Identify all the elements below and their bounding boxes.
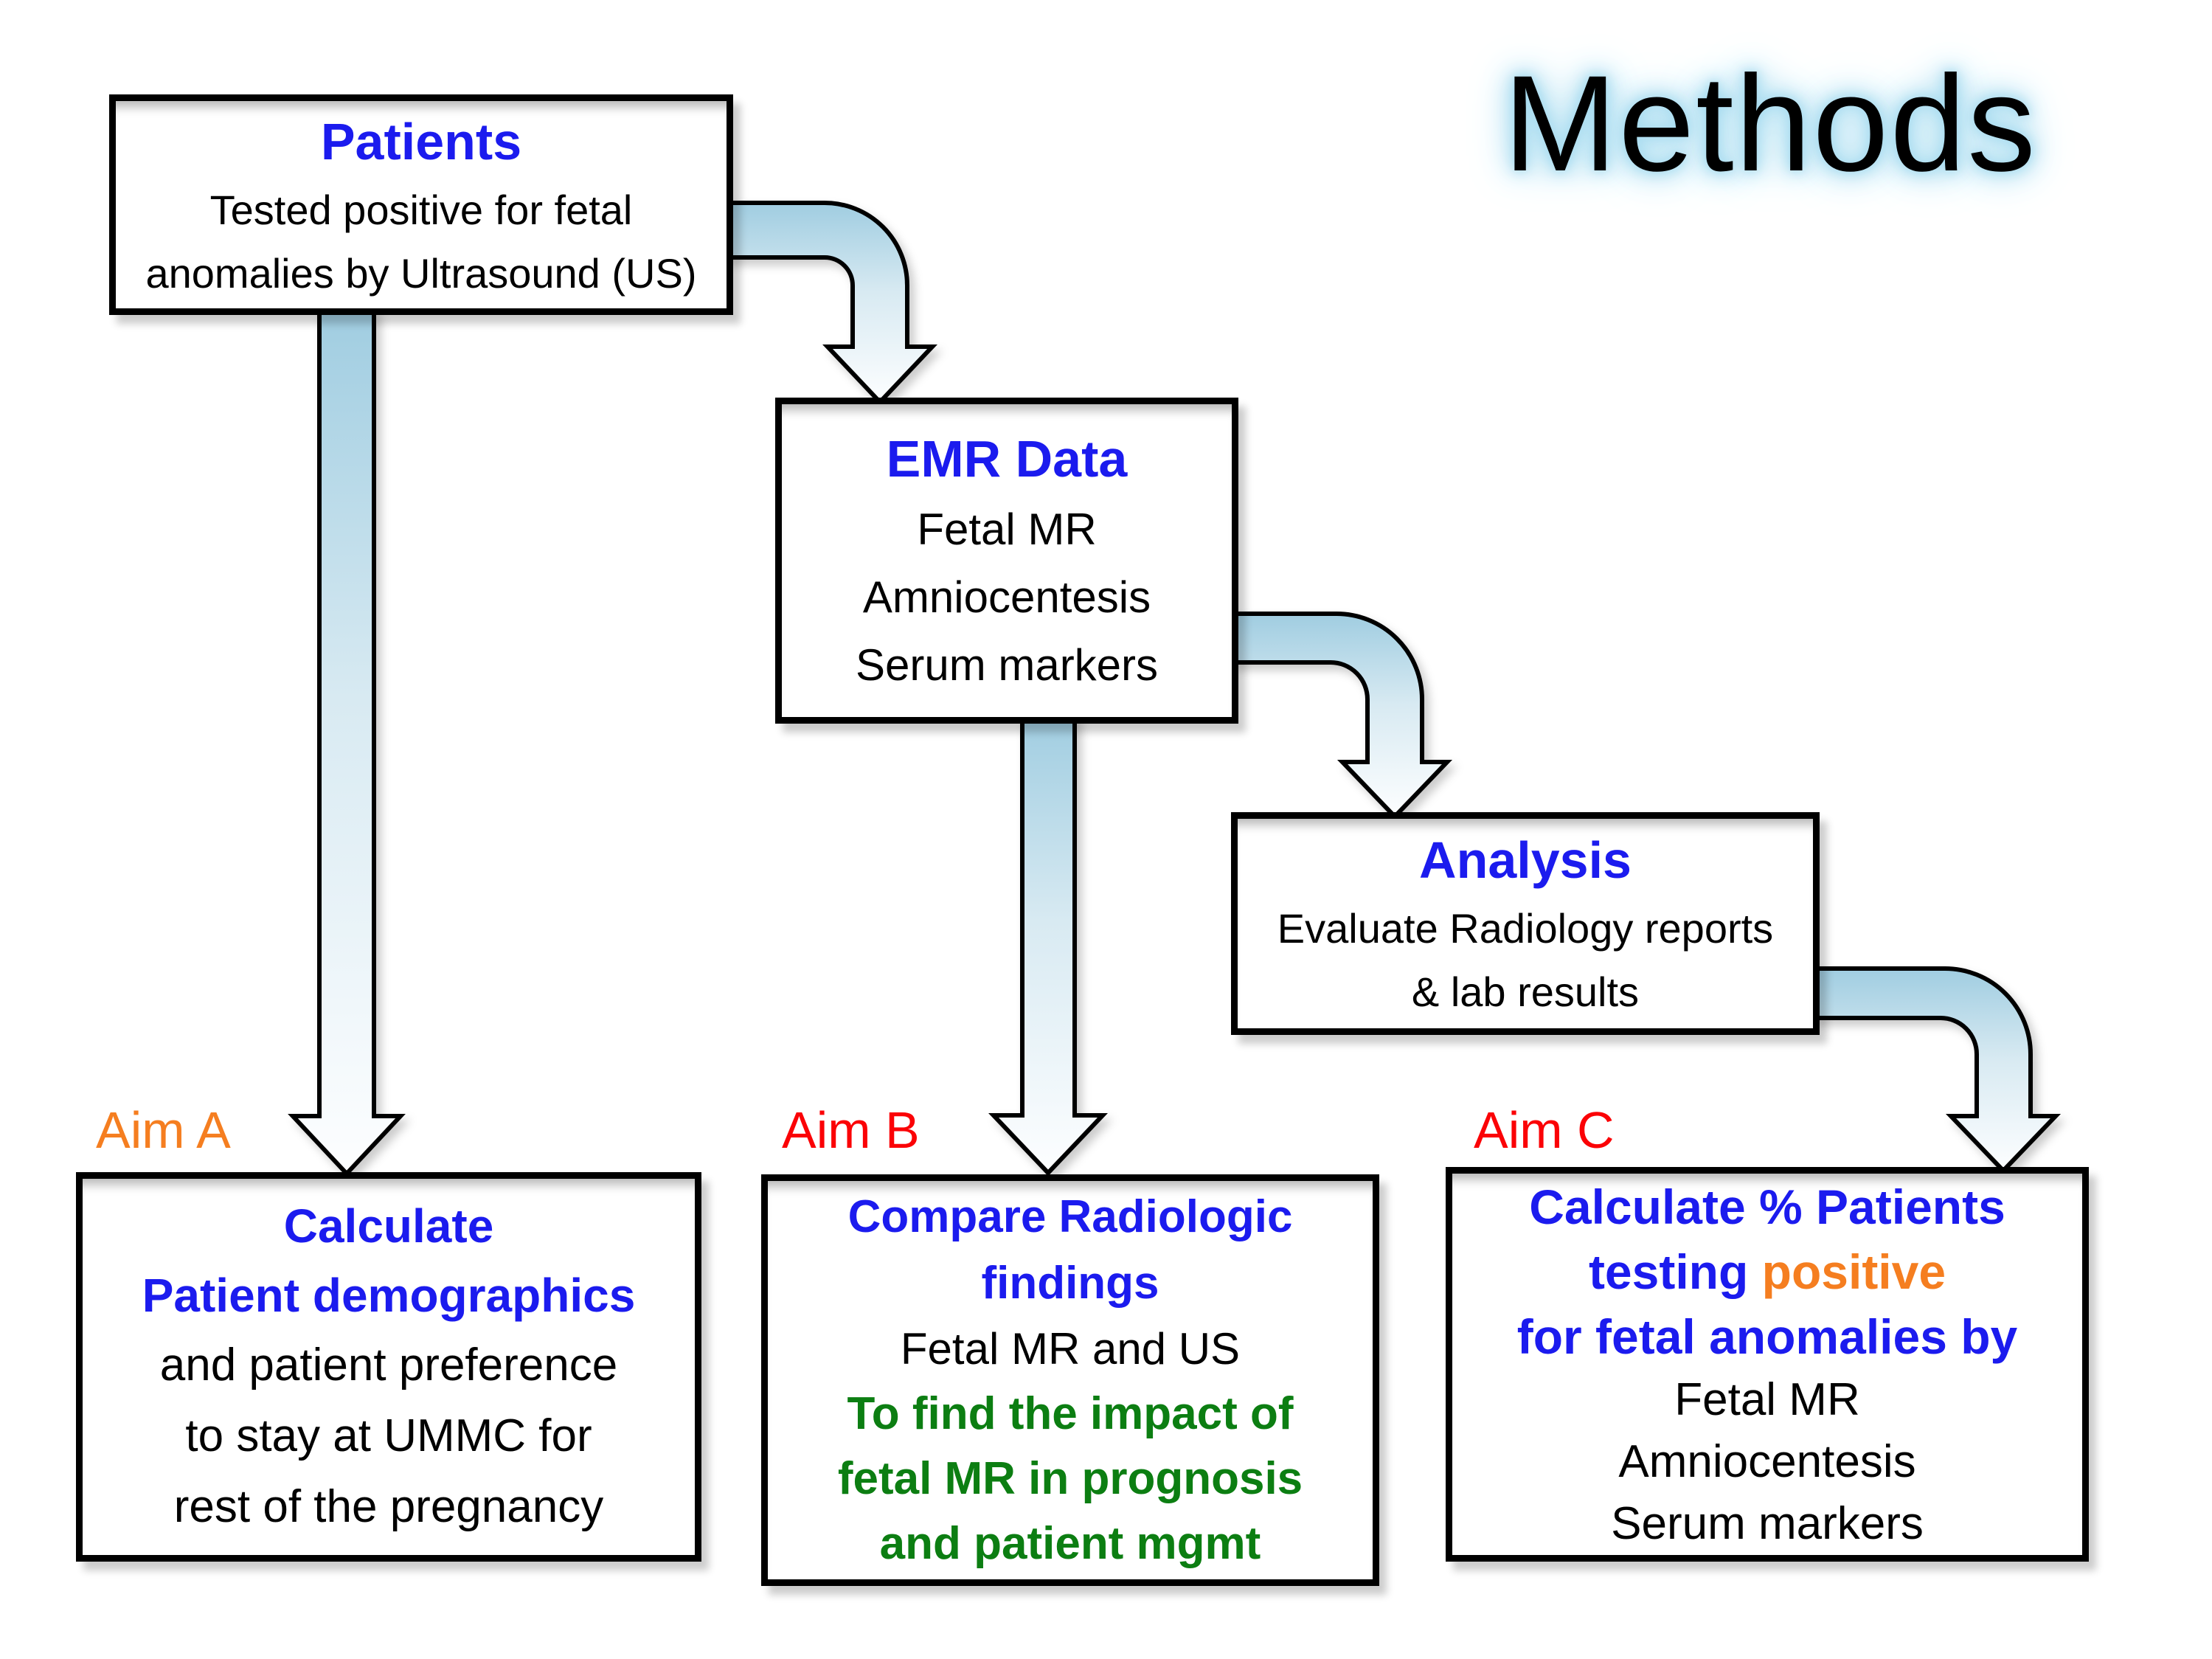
analysis-box-line-2: & lab results [1411,969,1640,1015]
aim-c-line-2: Amniocentesis [1618,1435,1916,1487]
analysis-box-line-1: Evaluate Radiology reports [1277,905,1774,952]
aim-c-line-3: Serum markers [1611,1497,1924,1549]
aim-a-title-line-1: Calculate [283,1199,494,1253]
aim-a-title-line-2: Patient demographics [142,1269,636,1322]
arrow-emr-to-analysis-icon [1230,612,1453,820]
patients-box: Patients Tested positive for fetal anoma… [109,94,733,315]
emr-data-box-line-1: Fetal MR [917,505,1097,554]
aim-c-title-line-2: testing positive [1589,1239,1946,1304]
patients-box-line-1: Tested positive for fetal [209,186,633,233]
page-title: Methods [1503,48,2037,200]
patients-box-title: Patients [320,112,522,170]
aim-c-title-line-1: Calculate % Patients [1529,1179,2005,1234]
aim-a-box: Calculate Patient demographics and patie… [76,1172,701,1562]
analysis-box: Analysis Evaluate Radiology reports & la… [1231,812,1820,1035]
aim-c-title-line-2-blue: testing [1588,1244,1762,1299]
aim-c-box: Calculate % Patients testing positive fo… [1446,1167,2089,1562]
aim-a-line-1: and patient preference [159,1340,618,1390]
aim-b-line-1: Fetal MR and US [900,1324,1241,1374]
arrow-patients-to-aim-a-icon [288,308,406,1177]
aim-b-title-line-2: findings [981,1258,1159,1309]
aim-a-label: Aim A [96,1101,231,1159]
aim-c-line-1: Fetal MR [1674,1374,1860,1425]
emr-data-box-title: EMR Data [886,430,1128,488]
aim-a-line-3: rest of the pregnancy [173,1481,604,1532]
aim-b-highlight-line-2: fetal MR in prognosis [837,1453,1303,1504]
aim-b-title-line-1: Compare Radiologic [847,1191,1293,1242]
analysis-box-title: Analysis [1419,831,1632,889]
aim-b-highlight-line-1: To find the impact of [847,1388,1294,1439]
aim-b-label: Aim B [782,1101,920,1159]
aim-c-label: Aim C [1474,1101,1615,1159]
emr-data-box-line-3: Serum markers [855,640,1159,690]
aim-c-title-line-3: for fetal anomalies by [1516,1309,2018,1364]
emr-data-box: EMR Data Fetal MR Amniocentesis Serum ma… [775,398,1238,724]
arrow-analysis-to-aim-c-icon [1811,966,2062,1174]
arrow-patients-to-emr-icon [724,201,937,406]
aim-c-title-line-2-orange: positive [1761,1244,1946,1299]
patients-box-line-2: anomalies by Ultrasound (US) [145,249,697,297]
aim-b-highlight-line-3: and patient mgmt [879,1518,1261,1569]
aim-a-line-2: to stay at UMMC for [185,1410,592,1461]
emr-data-box-line-2: Amniocentesis [862,572,1151,622]
aim-b-box: Compare Radiologic findings Fetal MR and… [761,1174,1379,1586]
arrow-emr-to-aim-b-icon [988,713,1108,1177]
